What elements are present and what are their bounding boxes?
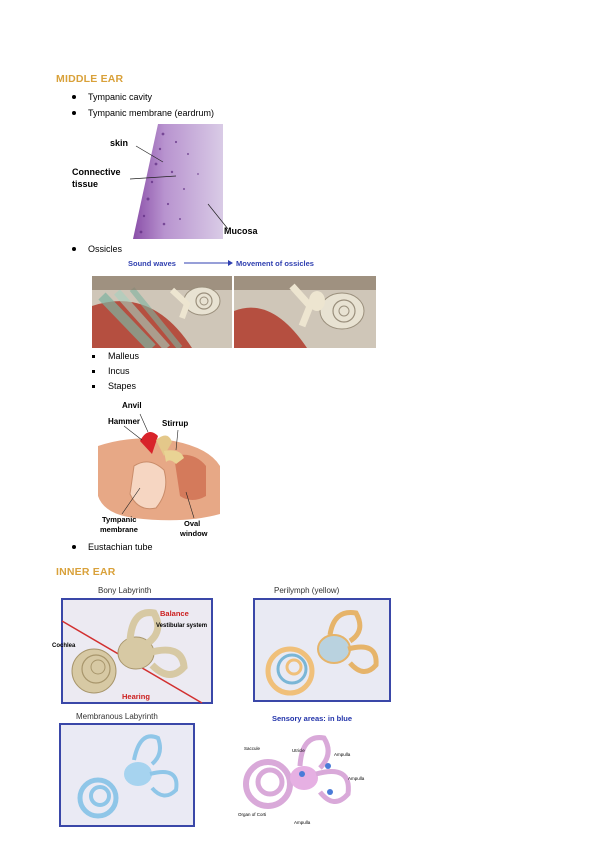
list-item-text: Incus (108, 366, 130, 376)
organ-of-corti-label: Organ of Corti (238, 812, 266, 817)
ossicles-motion-figure: Sound waves Movement of ossicles (92, 259, 376, 348)
sensory-spot (299, 771, 305, 777)
ampulla-label: Ampulla (334, 752, 351, 757)
perilymph-title: Perilymph (yellow) (274, 586, 340, 595)
bullet-icon (72, 545, 76, 549)
ampulla-label: Ampulla (294, 820, 311, 825)
cell-nuclei (139, 132, 199, 234)
list-item: Ossicles (72, 244, 122, 254)
list-item: Incus (92, 366, 130, 376)
list-item: Eustachian tube (72, 542, 153, 552)
tissue-label: tissue (72, 179, 98, 189)
bony-labyrinth-figure: Bony Labyrinth Balance Vestibular system… (52, 586, 213, 704)
sensory-title: Sensory areas: in blue (272, 714, 352, 723)
list-item-text: Malleus (108, 351, 140, 361)
hammer-bone (140, 432, 158, 454)
section-heading-inner-ear: INNER EAR (56, 566, 116, 578)
balance-label: Balance (160, 609, 189, 618)
sensory-spot (325, 763, 331, 769)
hearing-label: Hearing (122, 692, 150, 701)
perilymph-figure: Perilymph (yellow) (253, 586, 391, 702)
section-heading-middle-ear: MIDDLE EAR (56, 73, 124, 85)
bullet-icon (72, 111, 76, 115)
mucosa-label: Mucosa (224, 226, 259, 236)
skin-label: skin (110, 138, 128, 148)
square-bullet-icon (92, 369, 95, 373)
cochlea-label: Cochlea (52, 643, 76, 649)
membranous-labyrinth-figure: Membranous Labyrinth (59, 712, 195, 827)
list-item-text: Stapes (108, 381, 137, 391)
list-item-text: Tympanic membrane (eardrum) (88, 108, 215, 118)
ossicles-anatomy-figure: Anvil Hammer Stirrup Tympanic membrane O… (98, 401, 220, 538)
connective-label: Connective (72, 167, 121, 177)
anvil-bone (156, 435, 172, 456)
movement-caption: Movement of ossicles (236, 259, 314, 268)
list-item: Stapes (92, 381, 136, 391)
list-item-text: Ossicles (88, 244, 123, 254)
utricle-label: Utricle (292, 748, 305, 753)
sensory-areas-figure: Sensory areas: in blue Saccule Utricle A… (238, 714, 365, 825)
sound-waves-caption: Sound waves (128, 259, 176, 268)
stirrup-label: Stirrup (162, 419, 188, 428)
square-bullet-icon (92, 384, 95, 388)
list-item-text: Tympanic cavity (88, 92, 153, 102)
arrow-icon (228, 260, 233, 266)
square-bullet-icon (92, 354, 95, 358)
list-item: Tympanic cavity (72, 92, 152, 102)
ampulla-label: Ampulla (348, 776, 365, 781)
hammer-label: Hammer (108, 417, 140, 426)
membrane-label: membrane (100, 525, 138, 534)
bony-title: Bony Labyrinth (98, 586, 151, 595)
stirrup-bone (164, 450, 184, 464)
oval-label: Oval (184, 519, 200, 528)
list-item: Malleus (92, 351, 139, 361)
bullet-icon (72, 247, 76, 251)
bullet-icon (72, 95, 76, 99)
list-item: Tympanic membrane (eardrum) (72, 108, 214, 118)
tympanic-label: Tympanic (102, 515, 136, 524)
membranous-title: Membranous Labyrinth (76, 712, 158, 721)
sensory-spot (327, 789, 333, 795)
tissue-section (133, 124, 223, 239)
vestibular-label: Vestibular system (156, 623, 207, 629)
anvil-label: Anvil (122, 401, 142, 410)
tympanic-membrane-histology-figure: skin Connective tissue Mucosa (72, 124, 259, 239)
list-item-text: Eustachian tube (88, 542, 153, 552)
saccule-label: Saccule (244, 746, 261, 751)
window-label: window (179, 529, 208, 538)
